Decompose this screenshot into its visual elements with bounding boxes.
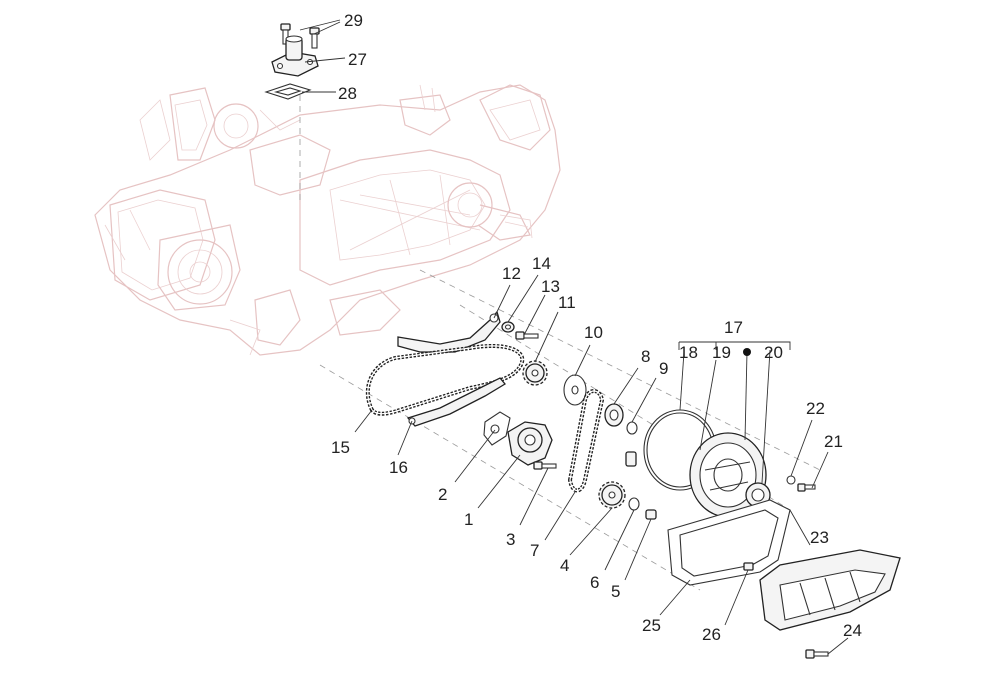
callout-17: 17 xyxy=(724,318,743,337)
callout-22: 22 xyxy=(806,399,825,418)
part-22-washer xyxy=(786,475,796,485)
callout-3: 3 xyxy=(506,530,515,549)
callout-labels: 29 27 28 12 14 13 11 10 8 9 17 18 19 20 … xyxy=(331,11,862,644)
part-23-strainer xyxy=(759,549,901,631)
callout-12: 12 xyxy=(502,264,521,283)
callout-20: 20 xyxy=(764,343,783,362)
callout-25: 25 xyxy=(642,616,661,635)
callout-1: 1 xyxy=(464,510,473,529)
callout-8: 8 xyxy=(641,347,650,366)
part-21-bolt xyxy=(797,483,816,492)
part-5-bolt xyxy=(645,509,657,520)
part-13-bolt xyxy=(515,331,539,340)
callout-2: 2 xyxy=(438,485,447,504)
part-4-sprocket xyxy=(598,481,626,509)
callout-4: 4 xyxy=(560,556,569,575)
callout-6: 6 xyxy=(590,573,599,592)
callout-13: 13 xyxy=(541,277,560,296)
callout-19: 19 xyxy=(712,343,731,362)
part-8-sprocket-hub xyxy=(604,403,624,427)
part-26-dowel xyxy=(743,562,754,571)
callout-7: 7 xyxy=(530,541,539,560)
callout-24: 24 xyxy=(843,621,862,640)
part-2-gasket xyxy=(483,411,511,446)
callout-28: 28 xyxy=(338,84,357,103)
callout-14: 14 xyxy=(532,254,551,273)
part-3-bolt xyxy=(533,461,557,470)
callout-11: 11 xyxy=(558,293,576,312)
callout-16: 16 xyxy=(389,458,408,477)
callout-21: 21 xyxy=(824,432,843,451)
reference-dot xyxy=(743,348,751,356)
callout-15: 15 xyxy=(331,438,350,457)
part-28-gasket xyxy=(264,83,312,100)
part-6-washer xyxy=(628,497,640,511)
callout-29: 29 xyxy=(344,11,363,30)
part-dowel xyxy=(625,451,637,467)
part-9-circlip xyxy=(626,421,638,435)
callout-26: 26 xyxy=(702,625,721,644)
part-15-timing-chain xyxy=(365,343,525,416)
callout-27: 27 xyxy=(348,50,367,69)
engine-crankcase-background xyxy=(94,84,561,356)
part-11-sprocket xyxy=(522,360,548,386)
callout-23: 23 xyxy=(810,528,829,547)
part-10-washer xyxy=(563,374,587,406)
callout-9: 9 xyxy=(659,359,668,378)
part-27-tensioner xyxy=(271,35,319,77)
part-14-spacer xyxy=(501,321,515,333)
part-20-oil-seal xyxy=(745,482,771,508)
part-24-bolt xyxy=(805,649,829,659)
leader-lines xyxy=(299,19,849,655)
part-25-gasket xyxy=(667,499,791,586)
part-7-drive-chain xyxy=(567,389,605,493)
callout-10: 10 xyxy=(584,323,603,342)
part-1-oil-pump xyxy=(507,421,553,466)
callout-5: 5 xyxy=(611,582,620,601)
callout-18: 18 xyxy=(679,343,698,362)
